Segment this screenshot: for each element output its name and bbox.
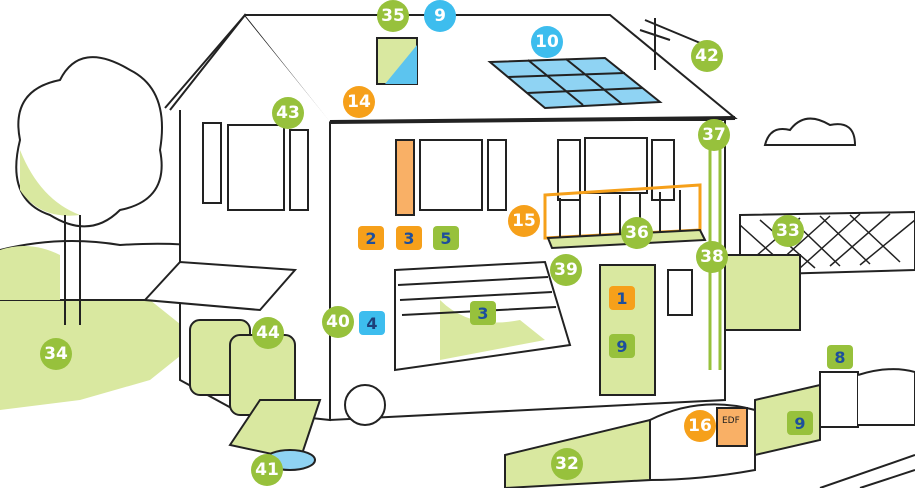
square-marker-1[interactable]: 1 <box>609 286 635 310</box>
awning <box>142 260 298 312</box>
solar-panel <box>487 56 663 110</box>
mailbox <box>819 371 859 428</box>
lawn <box>0 300 200 410</box>
marker-41[interactable]: 41 <box>251 454 283 486</box>
heat-pump <box>724 254 801 331</box>
square-marker-4[interactable]: 4 <box>359 311 385 335</box>
tree-icon <box>15 56 163 325</box>
marker-15[interactable]: 15 <box>508 205 540 237</box>
marker-32[interactable]: 32 <box>551 448 583 480</box>
electric-meter-box <box>716 407 748 447</box>
marker-16[interactable]: 16 <box>684 410 716 442</box>
square-marker-9-gate[interactable]: 9 <box>787 411 813 435</box>
tv-antenna <box>639 18 706 70</box>
marker-14[interactable]: 14 <box>343 86 375 118</box>
marker-10[interactable]: 10 <box>531 26 563 58</box>
square-marker-2[interactable]: 2 <box>358 226 384 250</box>
marker-34[interactable]: 34 <box>40 338 72 370</box>
bins <box>189 319 296 416</box>
square-marker-9-door[interactable]: 9 <box>609 334 635 358</box>
marker-38[interactable]: 38 <box>696 241 728 273</box>
marker-33[interactable]: 33 <box>772 215 804 247</box>
square-marker-3-orange[interactable]: 3 <box>396 226 422 250</box>
edf-label: EDF <box>722 416 740 426</box>
marker-36[interactable]: 36 <box>621 217 653 249</box>
hose-reel <box>344 384 386 426</box>
marker-35[interactable]: 35 <box>377 0 409 32</box>
marker-43[interactable]: 43 <box>272 97 304 129</box>
marker-9-roof[interactable]: 9 <box>424 0 456 32</box>
windows <box>202 122 693 316</box>
marker-44[interactable]: 44 <box>252 317 284 349</box>
square-marker-5[interactable]: 5 <box>433 226 459 250</box>
roof <box>245 14 738 123</box>
marker-39[interactable]: 39 <box>550 254 582 286</box>
marker-37[interactable]: 37 <box>698 119 730 151</box>
cloud <box>763 117 857 146</box>
marker-42[interactable]: 42 <box>691 40 723 72</box>
square-marker-3-garage[interactable]: 3 <box>470 301 496 325</box>
front-door <box>599 264 656 396</box>
square-marker-8[interactable]: 8 <box>827 345 853 369</box>
marker-40[interactable]: 40 <box>322 306 354 338</box>
